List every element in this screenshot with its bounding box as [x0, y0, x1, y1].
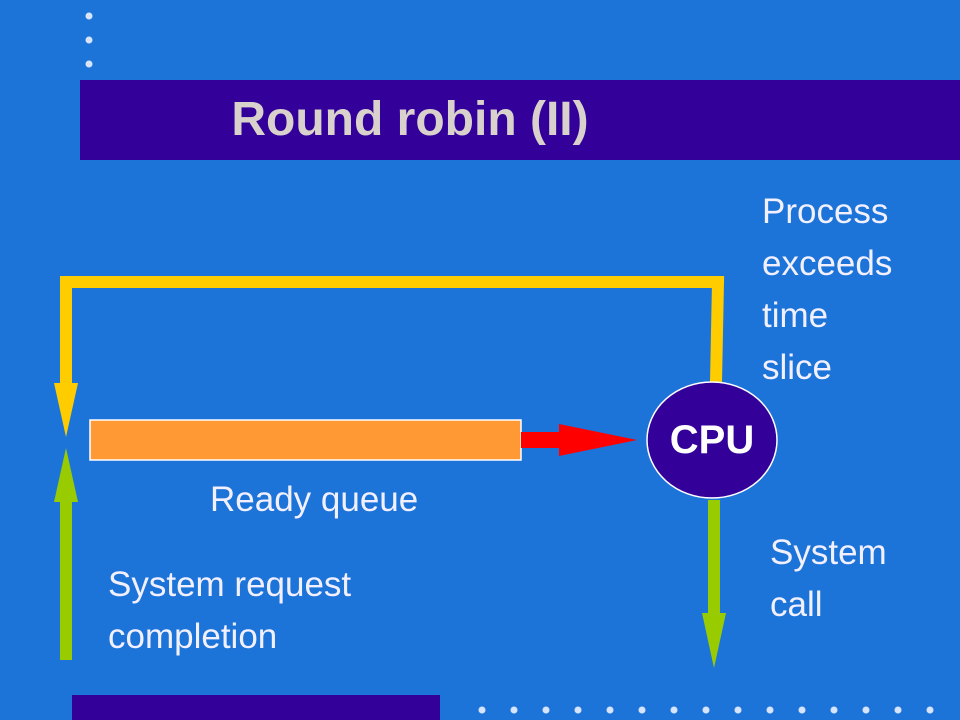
decor-dots-top — [85, 12, 93, 68]
title-bar — [80, 80, 960, 160]
decor-dot — [766, 706, 774, 714]
request-completion-label: System request completion — [108, 565, 352, 656]
decor-dot — [894, 706, 902, 714]
decor-dot — [85, 36, 93, 44]
timeslice-arrow — [54, 276, 725, 437]
cpu-node — [646, 381, 778, 499]
footer-bar — [72, 695, 440, 720]
decor-dot — [85, 60, 93, 68]
decor-dot — [638, 706, 646, 714]
system-call-label: System call — [770, 533, 887, 624]
decor-dot — [670, 706, 678, 714]
completion-arrow — [54, 448, 78, 660]
decor-dot — [85, 12, 93, 20]
system-call-arrow — [702, 500, 726, 668]
decor-dot — [510, 706, 518, 714]
completion-arrowhead — [54, 448, 78, 502]
decor-dot — [798, 706, 806, 714]
decor-dot — [926, 706, 934, 714]
dispatch-arrowhead — [559, 424, 637, 456]
dispatch-arrow-shaft — [521, 432, 561, 448]
decor-dot — [830, 706, 838, 714]
decor-dot — [542, 706, 550, 714]
cpu-label: CPU — [669, 418, 755, 462]
ready-queue — [89, 419, 522, 461]
timeslice-arrow-path — [60, 276, 725, 385]
ready-queue-label: Ready queue — [210, 480, 419, 519]
decor-dot — [734, 706, 742, 714]
timeslice-arrowhead — [54, 383, 78, 437]
decor-dot — [478, 706, 486, 714]
system-call-arrowhead — [702, 613, 726, 668]
decor-dot — [862, 706, 870, 714]
decor-dot — [702, 706, 710, 714]
decor-dot — [606, 706, 614, 714]
timeslice-label: Process exceeds time slice — [762, 192, 893, 387]
decor-dot — [574, 706, 582, 714]
dispatch-arrow — [521, 424, 637, 456]
decor-dots-bottom — [478, 706, 934, 714]
slide-title: Round robin (II) — [231, 93, 589, 146]
